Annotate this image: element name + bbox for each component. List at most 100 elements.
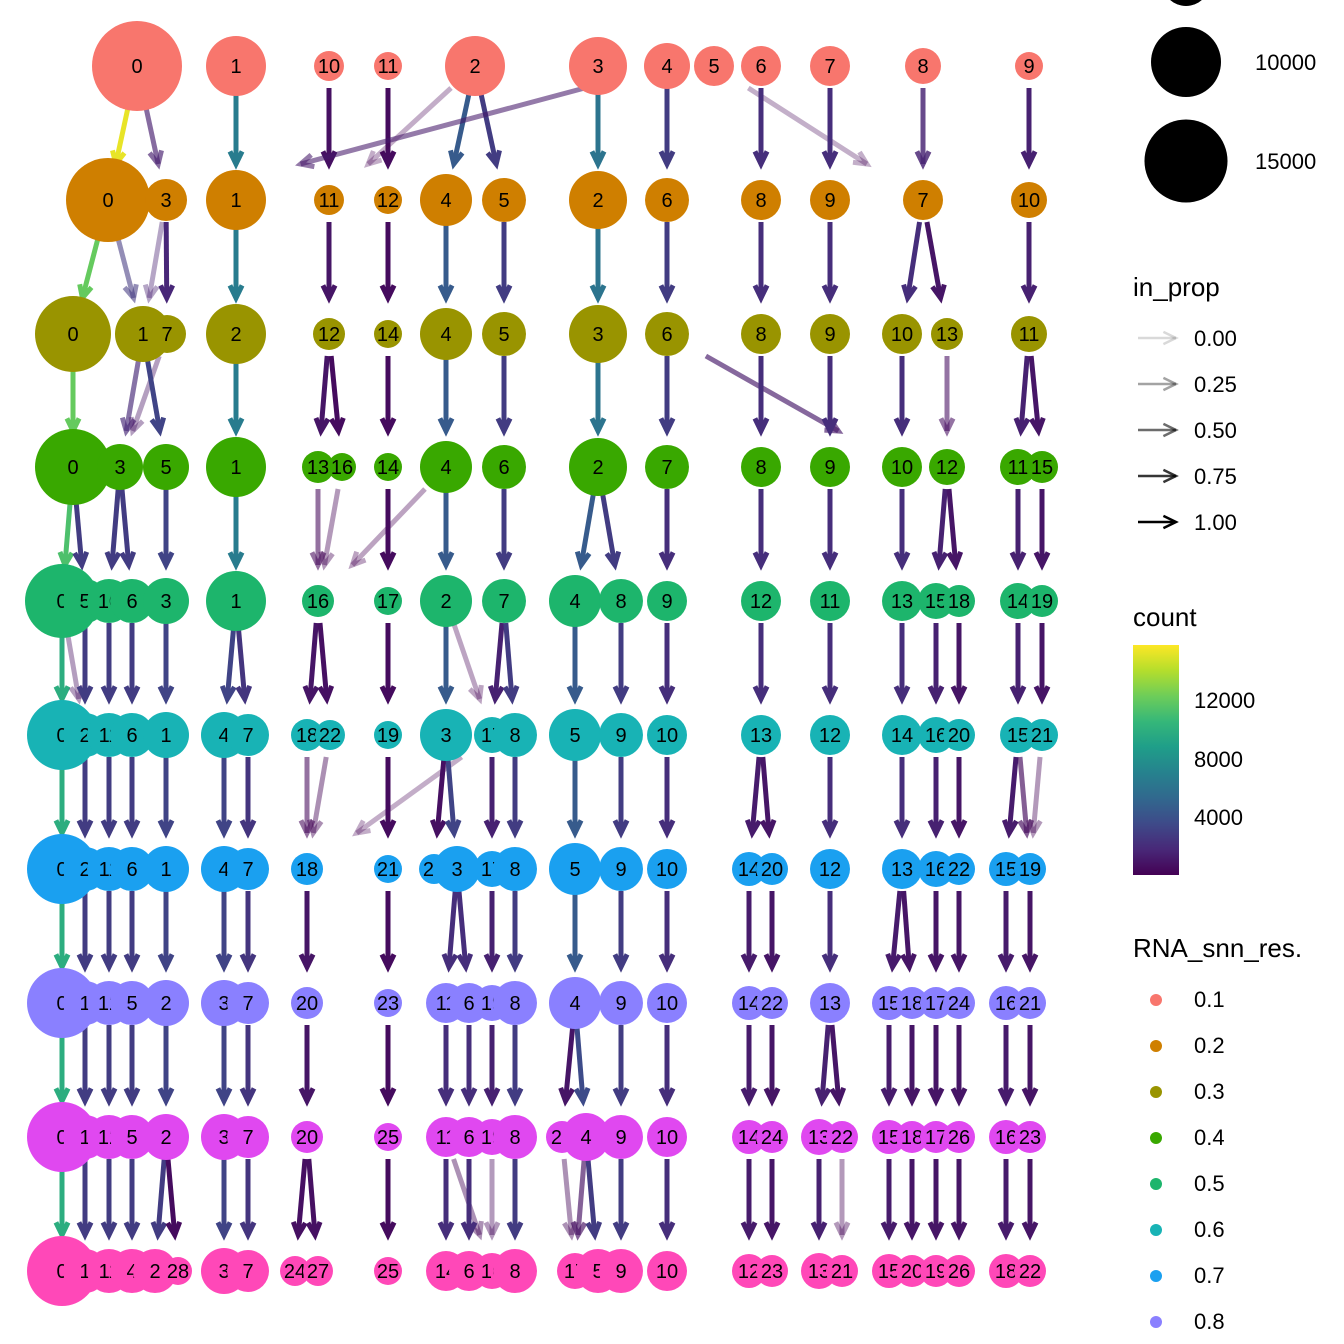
cluster-node-circle — [919, 1120, 953, 1154]
size-legend-circle — [1144, 119, 1228, 203]
cluster-node-circle — [1013, 1254, 1047, 1288]
cluster-node: 15 — [988, 851, 1024, 887]
cluster-node: 12 — [929, 449, 965, 485]
edge-arrow — [76, 1025, 94, 1107]
cluster-node-label: 0 — [56, 859, 67, 881]
edge-arrow — [744, 756, 762, 839]
resolution-legend-key — [1150, 1224, 1162, 1236]
cluster-node-label: 8 — [755, 190, 766, 212]
cluster-node-label: 9 — [615, 1261, 626, 1283]
cluster-node-label: 10 — [656, 859, 678, 881]
cluster-node: 2 — [569, 171, 627, 229]
cluster-node: 13 — [882, 581, 922, 621]
cluster-node-label: 18 — [901, 993, 923, 1015]
cluster-node-label: 12 — [819, 859, 841, 881]
cluster-node-circle — [1011, 316, 1047, 352]
cluster-node-label: 6 — [126, 591, 137, 613]
cluster-node: 20 — [290, 1120, 324, 1154]
cluster-node: 9 — [810, 447, 850, 487]
edge-arrow — [658, 88, 676, 170]
edge-arrow — [76, 891, 94, 973]
edge-arrow — [566, 757, 584, 839]
cluster-node: 16 — [988, 1119, 1024, 1155]
cluster-node: 1 — [142, 845, 190, 893]
cluster-node-circle — [548, 708, 602, 762]
cluster-node-label: 2 — [149, 1261, 160, 1283]
cluster-node: 15 — [918, 583, 954, 619]
cluster-node-circle — [647, 1117, 687, 1157]
cluster-node-label: 5 — [160, 457, 171, 479]
cluster-node: 5 — [482, 178, 526, 222]
cluster-node-label: 15 — [1007, 725, 1029, 747]
cluster-node: 21 — [1025, 718, 1059, 752]
cluster-node: 0 — [91, 20, 183, 112]
edge-arrow — [821, 222, 839, 304]
cluster-node-label: 7 — [161, 324, 172, 346]
edge-arrow — [1009, 623, 1027, 705]
cluster-node-label: 15 — [878, 1261, 900, 1283]
cluster-node-label: 21 — [1031, 725, 1053, 747]
count-colorbar — [1133, 645, 1179, 875]
cluster-node: 3 — [142, 577, 190, 625]
cluster-node: 9 — [599, 713, 643, 757]
edge-arrow — [444, 756, 462, 839]
edge-arrow — [901, 221, 923, 304]
cluster-node: 2 — [205, 303, 267, 365]
cluster-node-circle — [918, 717, 954, 753]
edge-arrow — [1021, 891, 1039, 973]
cluster-node: 7 — [226, 713, 270, 757]
cluster-node-circle — [801, 1119, 837, 1155]
cluster-node: 5 — [548, 842, 602, 896]
cluster-node-label: 13 — [307, 457, 329, 479]
cluster-node-label: 2 — [592, 190, 603, 212]
edge-arrow — [759, 756, 777, 839]
cluster-node-circle — [290, 852, 324, 886]
cluster-node-circle — [147, 314, 187, 354]
edge-arrow — [821, 891, 839, 973]
cluster-node-circle — [1025, 584, 1059, 618]
cluster-node-circle — [755, 1120, 789, 1154]
cluster-node-label: 2 — [592, 457, 603, 479]
cluster-node: 8 — [493, 981, 537, 1025]
edge-arrow — [157, 623, 175, 705]
cluster-node: 2 — [419, 574, 473, 628]
cluster-node-label: 3 — [592, 56, 603, 78]
edge-arrow — [573, 1024, 591, 1107]
cluster-node: 7 — [226, 981, 270, 1025]
resolution-legend-key — [1150, 1040, 1162, 1052]
cluster-node-label: 10 — [656, 1127, 678, 1149]
cluster-node-circle — [569, 171, 627, 229]
cluster-node: 9 — [810, 180, 850, 220]
cluster-node: 9 — [810, 314, 850, 354]
cluster-node-label: 6 — [126, 859, 137, 881]
in-prop-legend-arrow — [1138, 468, 1179, 484]
cluster-node-label: 11 — [378, 56, 399, 78]
cluster-node-label: 22 — [831, 1127, 853, 1149]
cluster-node-circle — [647, 849, 687, 889]
edge-arrow — [305, 1158, 323, 1241]
cluster-node-label: 28 — [167, 1261, 189, 1283]
cluster-node-circle — [755, 852, 789, 886]
cluster-node-circle — [110, 981, 154, 1025]
edge-arrow — [123, 623, 141, 705]
edge-arrow — [302, 622, 320, 705]
edge-arrow — [658, 891, 676, 973]
cluster-node-label: 19 — [1031, 591, 1053, 613]
size-legend-label-15000: 15000 — [1255, 149, 1317, 174]
cluster-node-circle — [882, 314, 922, 354]
cluster-node: 4 — [419, 173, 473, 227]
cluster-node-label: 21 — [1019, 993, 1041, 1015]
cluster-node-circle — [374, 52, 402, 80]
cluster-node: 10 — [647, 1117, 687, 1157]
cluster-node-circle — [929, 449, 965, 485]
cluster-node: 7 — [810, 46, 850, 86]
edge-arrow — [379, 1025, 397, 1107]
edge-arrow — [119, 355, 142, 437]
cluster-node-label: 12 — [318, 324, 340, 346]
cluster-node-label: 0 — [56, 1261, 67, 1283]
edge-arrow — [599, 488, 622, 571]
in-prop-legend-arrow — [1138, 330, 1179, 346]
edge-arrow — [950, 891, 968, 973]
cluster-node-label: 7 — [824, 56, 835, 78]
edge-arrow — [1028, 355, 1046, 437]
